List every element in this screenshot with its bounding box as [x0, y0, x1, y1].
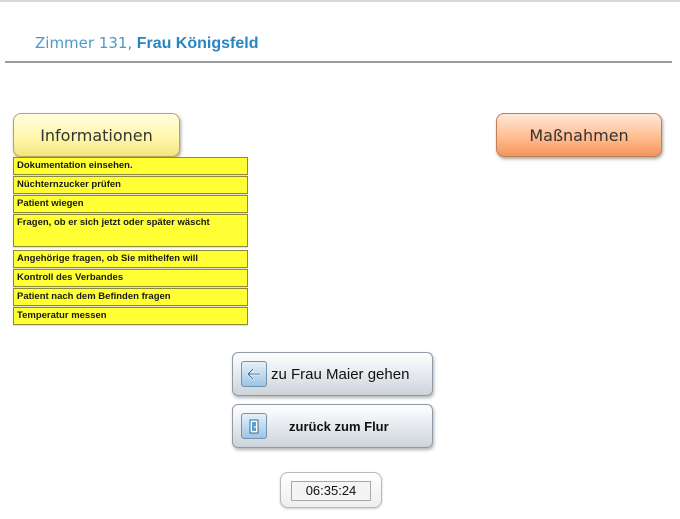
back-to-flur-label: zurück zum Flur: [289, 418, 389, 434]
info-item-wiegen[interactable]: Patient wiegen: [13, 195, 248, 213]
info-item-temperatur[interactable]: Temperatur messen: [13, 307, 248, 325]
title-divider: [5, 61, 672, 63]
back-to-flur-button[interactable]: zurück zum Flur: [232, 404, 433, 448]
info-item-verband[interactable]: Kontroll des Verbandes: [13, 269, 248, 287]
informationen-tab-button[interactable]: Informationen: [13, 113, 180, 157]
go-to-frau-maier-label: zu Frau Maier gehen: [271, 365, 410, 383]
info-item-befinden[interactable]: Patient nach dem Befinden fragen: [13, 288, 248, 306]
info-item-angehoerige[interactable]: Angehörige fragen, ob Sie mithelfen will: [13, 250, 248, 268]
arrow-left-icon: [241, 361, 267, 387]
room-number: Zimmer 131,: [35, 34, 133, 52]
info-item-nuechternzucker[interactable]: Nüchternzucker prüfen: [13, 176, 248, 194]
top-divider: [0, 0, 680, 2]
patient-name: Frau Königsfeld: [136, 35, 259, 52]
go-to-frau-maier-button[interactable]: zu Frau Maier gehen: [232, 352, 433, 396]
clock-time: 06:35:24: [291, 481, 371, 501]
clock-panel: 06:35:24: [280, 472, 382, 508]
info-item-waschen[interactable]: Fragen, ob er sich jetzt oder später wäs…: [13, 214, 248, 247]
door-icon: [241, 413, 267, 439]
info-item-dokumentation[interactable]: Dokumentation einsehen.: [13, 157, 248, 175]
massnahmen-tab-button[interactable]: Maßnahmen: [496, 113, 662, 157]
page-title: Zimmer 131, Frau Königsfeld: [35, 34, 258, 53]
info-item-list: Dokumentation einsehen. Nüchternzucker p…: [13, 157, 248, 326]
